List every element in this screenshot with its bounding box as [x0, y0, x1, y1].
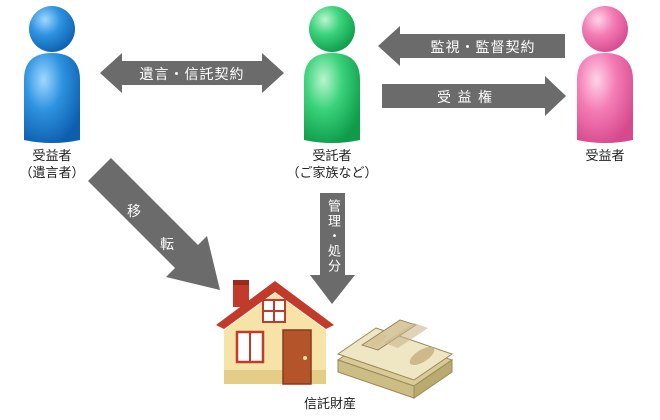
beneficial-right-arrow-label: 受 益 権 — [437, 90, 493, 106]
manage-dispose-arrow — [310, 193, 355, 304]
beneficiary-label: 受益者 — [565, 148, 645, 165]
trust-property-label: 信託財産 — [303, 397, 356, 412]
trustee-label-line1: 受託者 — [312, 149, 352, 164]
settlor-label-line1: 受益者 — [32, 149, 72, 164]
trustee-person-icon — [304, 6, 360, 143]
trustee-label: 受託者 （ご家族など） — [272, 148, 392, 182]
transfer-arrow-label-2: 転 — [160, 237, 175, 253]
transfer-arrow — [88, 158, 220, 290]
house-icon — [216, 280, 334, 385]
supervision-arrow — [378, 26, 565, 66]
settlor-person-icon — [24, 6, 80, 143]
will-trust-arrow-label: 遺言・信託契約 — [139, 67, 245, 83]
beneficiary-label-line1: 受益者 — [585, 149, 625, 164]
settlor-label: 受益者 （遺言者） — [4, 148, 100, 182]
will-trust-double-arrow — [100, 53, 284, 93]
settlor-label-line2: （遺言者） — [19, 166, 85, 181]
transfer-arrow-label-1: 移 — [127, 204, 142, 220]
supervision-arrow-label: 監視・監督契約 — [430, 40, 536, 56]
trustee-label-line2: （ご家族など） — [286, 166, 378, 181]
beneficial-right-arrow — [382, 76, 566, 116]
manage-dispose-arrow-label: 管理・処分 — [325, 199, 340, 274]
beneficiary-person-icon — [577, 6, 633, 143]
money-bundle-icon — [336, 319, 454, 399]
